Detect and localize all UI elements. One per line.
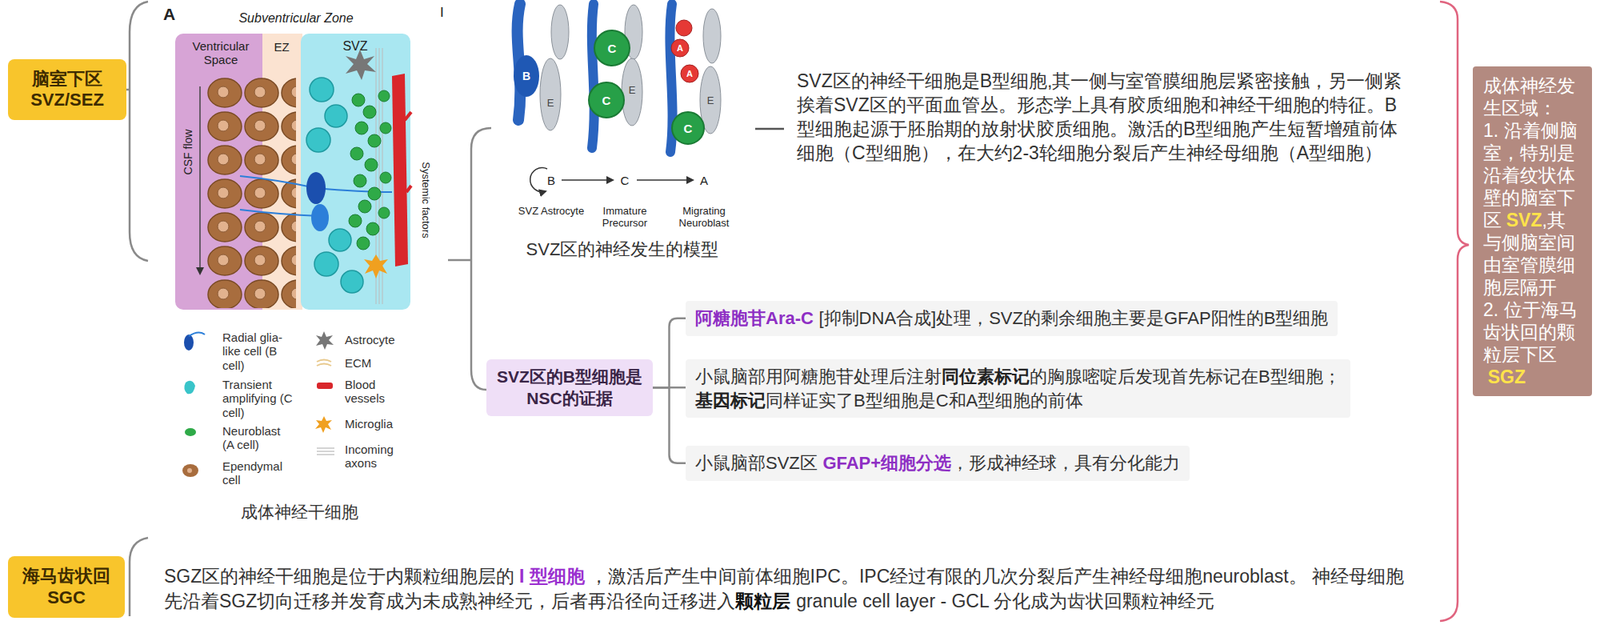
factor-label: Systemic factors bbox=[420, 161, 432, 238]
summary-box: 成体神经发生区域：1. 沿着侧脑室，特别是沿着纹状体壁的脑室下区SVZ,其与侧脑… bbox=[1472, 66, 1592, 396]
box-text: 的胸腺嘧啶后发现首先标记在B型细胞； bbox=[1029, 366, 1341, 387]
legend-text: Neuroblast (A cell) bbox=[222, 424, 290, 452]
legend-text: Ependymal cell bbox=[222, 459, 290, 488]
stage-label: Migrating Neuroblast bbox=[668, 205, 740, 230]
stage-letter: A bbox=[700, 173, 708, 188]
cell-letter: C bbox=[684, 121, 693, 136]
box-text: SGZ bbox=[1488, 366, 1526, 388]
legend-text: Microglia bbox=[344, 416, 425, 431]
panel-letter: I bbox=[440, 4, 444, 21]
box-text: SVZ区的B型细胞是NSC的证据 bbox=[496, 367, 643, 408]
box-text: GFAP+细胞分选 bbox=[822, 452, 952, 473]
stage-label: SVZ Astrocyte bbox=[518, 204, 584, 217]
cell-letter: E bbox=[547, 96, 555, 109]
cell-letter: C bbox=[608, 41, 617, 56]
evidence-box: 小鼠脑部SVZ区GFAP+细胞分选，形成神经球，具有分化能力 bbox=[685, 445, 1190, 481]
panel-title: Subventricular Zone bbox=[238, 11, 353, 26]
box-text: 同样证实了B型细胞是C和A型细胞的前体 bbox=[765, 390, 1084, 411]
cell-letter: B bbox=[522, 69, 531, 83]
topic-box: 海马齿状回 SGC bbox=[8, 556, 125, 618]
description-text: 颗粒层 bbox=[735, 590, 791, 612]
region-label: EZ bbox=[273, 40, 289, 54]
box-text: 同位素标记 bbox=[941, 366, 1030, 387]
box-text: 成体神经发生区域： bbox=[1483, 75, 1576, 119]
cell-letter: C bbox=[602, 93, 612, 108]
description-text: SVZ区的神经干细胞是B型细胞,其一侧与室管膜细胞层紧密接触，另一侧紧挨着SVZ… bbox=[796, 68, 1413, 165]
legend-text: Radial glia-like cell (B cell) bbox=[222, 330, 290, 372]
description-text: granule cell layer - GCL 分化成为齿状回颗粒神经元 bbox=[796, 590, 1215, 612]
branch-box: SVZ区的B型细胞是NSC的证据 bbox=[486, 359, 653, 416]
flow-label: CSF flow bbox=[181, 129, 195, 176]
cell-letter: E bbox=[628, 84, 636, 96]
stage-letter: B bbox=[547, 173, 556, 188]
cell-letter: A bbox=[686, 68, 693, 79]
evidence-box: 阿糖胞苷Ara-C[抑制DNA合成]处理，SVZ的剩余细胞主要是GFAP阳性的B… bbox=[685, 300, 1338, 336]
evidence-box: 小鼠脑部用阿糖胞苷处理后注射同位素标记的胸腺嘧啶后发现首先标记在B型细胞； 基因标… bbox=[685, 359, 1351, 418]
legend-text: Transient amplifying (C cell) bbox=[222, 377, 296, 420]
description-text: SGZ区的神经干细胞是位于内颗粒细胞层的I 型细胞，激活后产生中间前体细胞IPC… bbox=[164, 564, 1420, 614]
legend-text: Incoming axons bbox=[344, 442, 409, 471]
box-text: 阿糖胞苷Ara-C bbox=[695, 308, 814, 328]
box-text: 脑室下区 SVZ/SEZ bbox=[30, 68, 104, 110]
figure-caption: SVZ区的神经发生的模型 bbox=[526, 237, 720, 262]
connector bbox=[652, 387, 686, 464]
box-text: 基因标记 bbox=[695, 390, 766, 411]
description-text: I 型细胞 bbox=[519, 565, 585, 587]
legend-text: Astrocyte bbox=[344, 332, 425, 347]
box-text: ，形成神经球，具有分化能力 bbox=[951, 452, 1180, 473]
cell-letter: A bbox=[676, 43, 684, 53]
connector bbox=[652, 318, 686, 388]
topic-box: 脑室下区 SVZ/SEZ bbox=[8, 59, 127, 120]
box-text: [抑制DNA合成]处理，SVZ的剩余细胞主要是GFAP阳性的B型细胞 bbox=[819, 308, 1329, 328]
panel-letter: A bbox=[163, 4, 176, 24]
figure-caption: 成体神经干细胞 bbox=[240, 500, 359, 524]
box-text: 海马齿状回 SGC bbox=[22, 565, 111, 607]
stage-letter: C bbox=[620, 173, 630, 188]
box-text: 小鼠脑部SVZ区 bbox=[695, 452, 818, 473]
region-label: Ventricular Space bbox=[180, 39, 261, 68]
stage-label: Immature Precursor bbox=[592, 205, 658, 230]
description-text: SGZ区的神经干细胞是位于内颗粒细胞层的 bbox=[164, 565, 515, 587]
region-label: SVZ bbox=[342, 39, 368, 54]
legend-text: Blood vessels bbox=[344, 377, 398, 406]
box-text: 小鼠脑部用阿糖胞苷处理后注射 bbox=[695, 366, 942, 387]
legend-text: ECM bbox=[344, 356, 425, 370]
box-text: SVZ bbox=[1506, 209, 1543, 231]
box-text: 2. 位于海马齿状回的颗粒层下区 bbox=[1483, 299, 1578, 365]
cell-letter: E bbox=[707, 94, 715, 107]
